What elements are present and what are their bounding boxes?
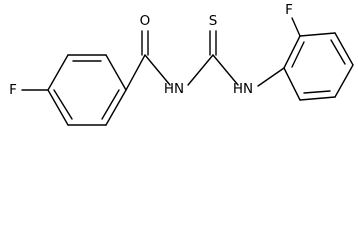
bond-ring-carbonyl xyxy=(125,54,146,91)
bond-ring-right-6 xyxy=(283,67,301,101)
nitrogen-right-hydrogen-label: H xyxy=(233,81,243,97)
bond-ring-left-4 xyxy=(47,89,69,126)
fluorine-left-label: F xyxy=(9,82,17,98)
bond-ring-left-inner-3 xyxy=(101,89,120,120)
bond-ring-right-inner-1 xyxy=(291,41,305,68)
bond-ring-right-2 xyxy=(299,32,336,37)
bond-nh-right-ring xyxy=(257,67,285,87)
nitrogen-left-label: N xyxy=(174,81,184,97)
bond-ring-right-inner-2 xyxy=(330,39,346,65)
chemical-structure-diagram: F O H N S H N F xyxy=(9,2,354,126)
bond-nh-thiocarbonyl xyxy=(187,54,214,86)
bond-ring-right-1 xyxy=(283,35,301,69)
bond-ring-right-5 xyxy=(299,96,336,101)
nitrogen-left-hydrogen-label: H xyxy=(164,81,174,97)
bond-ring-left-3 xyxy=(47,54,69,91)
bond-ring-right-inner-3 xyxy=(303,90,331,94)
bond-carbonyl-nh xyxy=(144,54,171,86)
right-benzene-ring xyxy=(283,32,354,101)
bond-c-f-right xyxy=(291,17,301,37)
bond-ring-left-inner-2 xyxy=(53,89,73,120)
sulfur-label: S xyxy=(209,13,218,29)
bond-thiocarbonyl-nh xyxy=(212,54,239,86)
left-benzene-ring xyxy=(47,54,127,126)
bond-ring-right-4 xyxy=(334,64,354,98)
nitrogen-right-label: N xyxy=(243,81,253,97)
fluorine-right-label: F xyxy=(285,2,293,18)
bond-ring-left-6 xyxy=(105,89,127,126)
bond-ring-right-3 xyxy=(334,32,354,66)
bond-ring-left-1 xyxy=(105,54,127,91)
oxygen-label: O xyxy=(140,13,151,29)
